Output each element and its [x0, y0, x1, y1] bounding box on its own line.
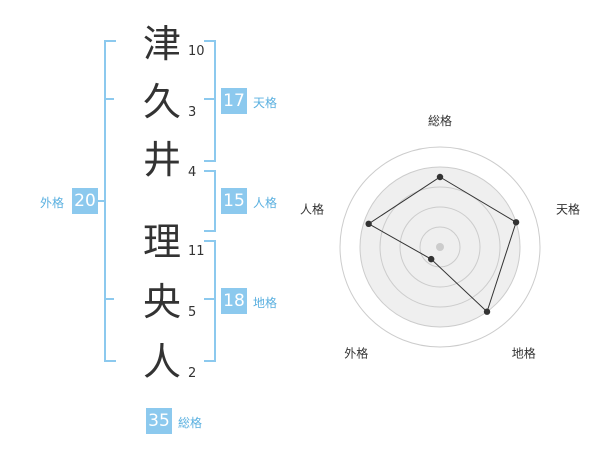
- radar-polygon: [367, 176, 517, 313]
- stroke-count-1: 10: [188, 44, 205, 59]
- radar-ring: [379, 186, 501, 308]
- name-char-4: 理: [142, 220, 181, 264]
- stroke-count-5: 5: [188, 305, 197, 320]
- stroke-count-6: 2: [188, 366, 197, 381]
- radar-label-4: 外格: [344, 346, 368, 361]
- radar-point-3: [483, 308, 491, 315]
- radar-center-dot: [436, 243, 444, 251]
- radar-label-1: 総格: [428, 113, 452, 128]
- radar-label-5: 人格: [300, 201, 324, 216]
- outer-bracket-tick: [104, 298, 114, 300]
- chikaku-label: 地格: [253, 296, 278, 310]
- radar-point-2: [512, 219, 520, 226]
- stroke-count-2: 3: [188, 105, 197, 120]
- tenkaku-value: 17: [221, 88, 247, 114]
- chikaku-value: 18: [221, 288, 247, 314]
- jinkaku-label: 人格: [253, 196, 278, 210]
- chikaku-bracket-tick: [204, 298, 214, 300]
- tenkaku-bracket: [204, 40, 216, 162]
- tenkaku-label: 天格: [253, 96, 278, 110]
- outer-bracket-mid: [98, 200, 106, 202]
- radar-point-4: [427, 255, 435, 263]
- jinkaku-bracket: [204, 170, 216, 232]
- radar-label-2: 天格: [556, 201, 580, 216]
- name-char-3: 井: [142, 138, 181, 182]
- gaikaku-label: 外格: [40, 196, 65, 210]
- soukaku-label: 総格: [178, 416, 203, 430]
- radar-point-5: [365, 220, 372, 228]
- stroke-count-3: 4: [188, 165, 197, 180]
- radar-label-3: 地格: [512, 346, 536, 361]
- radar-ring: [399, 206, 481, 288]
- name-char-6: 人: [142, 340, 181, 384]
- jinkaku-value: 15: [221, 188, 247, 214]
- name-char-5: 央: [142, 280, 181, 324]
- outer-bracket-tick: [104, 98, 114, 100]
- tenkaku-bracket-tick: [204, 98, 214, 100]
- name-char-1: 津: [142, 22, 181, 66]
- soukaku-value: 35: [146, 408, 172, 434]
- chikaku-bracket: [204, 240, 216, 362]
- radar-point-1: [436, 173, 444, 181]
- gaikaku-value: 20: [72, 188, 98, 214]
- stroke-count-4: 11: [188, 244, 205, 259]
- name-char-2: 久: [142, 80, 181, 124]
